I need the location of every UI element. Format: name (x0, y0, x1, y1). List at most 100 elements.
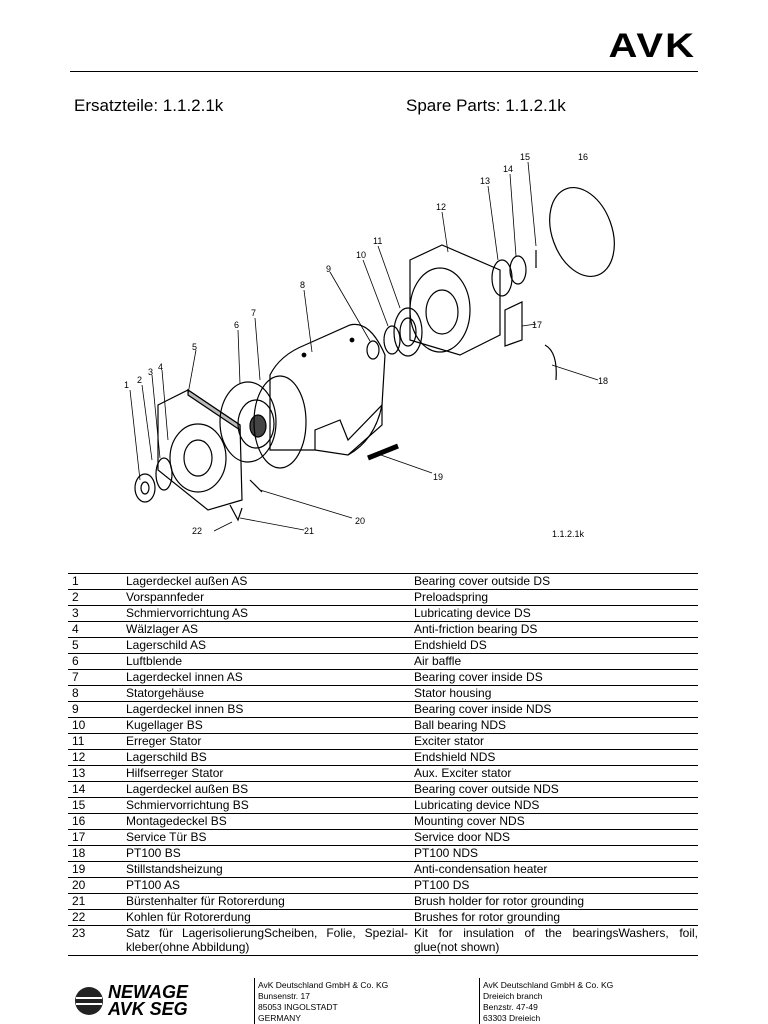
page-title-german: Ersatzteile: 1.1.2.1k (74, 96, 224, 115)
part-6-shape (219, 381, 277, 463)
part-name-english: Anti-friction bearing DS (414, 621, 698, 638)
part-name-german: Lagerdeckel innen BS (126, 701, 414, 718)
address-line: 63303 Dreieich (483, 1013, 541, 1023)
callout-22: 22 (192, 526, 202, 536)
part-name-german: Lagerschild AS (126, 637, 414, 654)
footer: NEWAGE AVK SEG AvK Deutschland GmbH & Co… (0, 974, 768, 1024)
address-dreieich: AvK Deutschland GmbH & Co. KG Dreieich b… (483, 980, 613, 1024)
drawing-reference: 1.1.2.1k (552, 529, 585, 539)
callout-3: 3 (148, 367, 153, 377)
part-name-english: Anti-condensation heater (414, 861, 698, 878)
part-name-english: Mounting cover NDS (414, 813, 698, 830)
part-name-german: Satz für LagerisolierungScheiben, Folie,… (126, 925, 414, 956)
part-number: 12 (68, 749, 126, 766)
part-name-german: Service Tür BS (126, 829, 414, 846)
part-4-shape (155, 457, 173, 491)
callout-16: 16 (578, 152, 588, 162)
callout-12: 12 (436, 202, 446, 212)
part-name-german: Lagerdeckel außen AS (126, 573, 414, 590)
part-16-shape (549, 186, 615, 278)
part-name-german: Kugellager BS (126, 717, 414, 734)
footer-divider (479, 978, 480, 1024)
callout-4: 4 (158, 362, 163, 372)
part-name-german: PT100 AS (126, 877, 414, 894)
avk-logo: AVK (608, 27, 696, 65)
callout-6: 6 (234, 320, 239, 330)
part-17-shape (504, 301, 523, 347)
callout-5: 5 (192, 342, 197, 352)
part-name-german: Erreger Stator (126, 733, 414, 750)
part-number: 14 (68, 781, 126, 798)
part-name-english: Service door NDS (414, 829, 698, 846)
part-name-english: Bearing cover inside NDS (414, 701, 698, 718)
part-name-german: Statorgehäuse (126, 685, 414, 702)
part-number: 13 (68, 765, 126, 782)
footer-divider (254, 978, 255, 1024)
part-number: 2 (68, 589, 126, 606)
part-name-german: Luftblende (126, 653, 414, 670)
part-name-german: Hilfserreger Stator (126, 765, 414, 782)
part-number: 4 (68, 621, 126, 638)
part-8-shape (269, 323, 386, 456)
part-10-shape (383, 325, 401, 355)
part-number: 17 (68, 829, 126, 846)
part-name-german: Stillstandsheizung (126, 861, 414, 878)
part-number: 19 (68, 861, 126, 878)
part-name-english: Bearing cover outside DS (414, 573, 698, 590)
part-9-shape (366, 340, 380, 360)
brand-line-1: NEWAGE (108, 982, 189, 1002)
part-name-german: Montagedeckel BS (126, 813, 414, 830)
part-name-english: PT100 DS (414, 877, 698, 894)
part-name-english: Brush holder for rotor grounding (414, 893, 698, 910)
callout-7: 7 (251, 308, 256, 318)
part-name-english: Lubricating device DS (414, 605, 698, 622)
part-number: 3 (68, 605, 126, 622)
part-14-shape (509, 255, 527, 285)
part-name-german: PT100 BS (126, 845, 414, 862)
callout-10: 10 (356, 250, 366, 260)
part-number: 8 (68, 685, 126, 702)
part-number: 21 (68, 893, 126, 910)
part-name-english: Kit for insulation of the bearingsWasher… (414, 925, 698, 956)
address-line: 85053 INGOLSTADT (258, 1002, 338, 1012)
part-number: 23 (68, 925, 126, 956)
part-name-german: Lagerdeckel innen AS (126, 669, 414, 686)
address-line: Dreieich branch (483, 991, 543, 1001)
part-11-shape (393, 307, 423, 357)
address-line: AvK Deutschland GmbH & Co. KG (483, 980, 614, 990)
callout-17: 17 (532, 320, 542, 330)
callout-20: 20 (355, 516, 365, 526)
callout-8: 8 (300, 280, 305, 290)
part-name-german: Vorspannfeder (126, 589, 414, 606)
address-line: AvK Deutschland GmbH & Co. KG (258, 980, 389, 990)
part-number: 11 (68, 733, 126, 750)
part-name-german: Lagerdeckel außen BS (126, 781, 414, 798)
part-12-shape (409, 244, 501, 356)
address-line: Bunsenstr. 17 (258, 991, 310, 1001)
part-name-english: Air baffle (414, 653, 698, 670)
part-number: 1 (68, 573, 126, 590)
part-name-german: Wälzlager AS (126, 621, 414, 638)
address-line: GERMANY (258, 1013, 301, 1023)
part-number: 7 (68, 669, 126, 686)
part-name-german: Schmiervorrichtung AS (126, 605, 414, 622)
part-number: 5 (68, 637, 126, 654)
part-number: 18 (68, 845, 126, 862)
part-number: 10 (68, 717, 126, 734)
